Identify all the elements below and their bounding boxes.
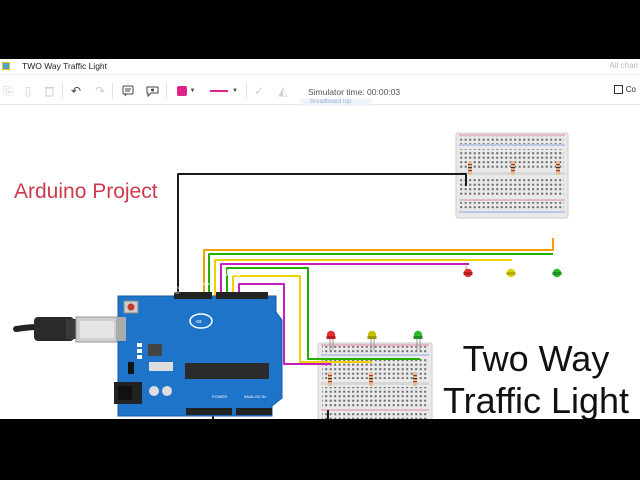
resistor[interactable] bbox=[511, 161, 515, 175]
save-status: All chan bbox=[609, 61, 638, 70]
paste-icon[interactable]: ▯ bbox=[24, 84, 32, 98]
breadboard-top[interactable] bbox=[455, 132, 569, 219]
led-red[interactable] bbox=[463, 266, 473, 278]
note-icon[interactable] bbox=[120, 82, 136, 100]
redo-icon[interactable]: ↷ bbox=[94, 84, 106, 98]
led-red[interactable] bbox=[326, 330, 336, 350]
delete-icon[interactable] bbox=[43, 82, 55, 100]
headline-line-1: Two Way bbox=[462, 338, 610, 379]
resistor[interactable] bbox=[468, 161, 472, 175]
toolbar-divider bbox=[166, 83, 167, 99]
arduino-model-label: UNO bbox=[222, 268, 242, 278]
circuit-canvas[interactable]: ∞ UNO ARDUINO DIGITAL (PWM~) POWER ANALO… bbox=[0, 106, 640, 419]
usb-cable[interactable] bbox=[13, 316, 121, 343]
wire-green-bottom bbox=[226, 267, 420, 360]
arduino-uno-board[interactable]: ∞ bbox=[114, 292, 283, 417]
headline-line-2: Traffic Light bbox=[442, 380, 630, 419]
undo-icon[interactable]: ↶ bbox=[70, 84, 82, 98]
fill-color-picker[interactable]: ▼ bbox=[174, 82, 198, 100]
flip-icon[interactable]: ◭ bbox=[278, 84, 288, 98]
led-yellow[interactable] bbox=[506, 268, 516, 278]
resistor[interactable] bbox=[413, 372, 417, 386]
wire-magenta-bottom bbox=[238, 283, 331, 365]
wire-magenta-top bbox=[220, 263, 469, 297]
toolbar-divider bbox=[246, 83, 247, 99]
wire-orange bbox=[203, 238, 554, 297]
resistor[interactable] bbox=[369, 372, 373, 386]
wires bbox=[177, 173, 554, 419]
led-green[interactable] bbox=[552, 268, 562, 278]
wire-green-top bbox=[208, 253, 553, 297]
video-headline: Two Way Traffic Light bbox=[436, 338, 636, 419]
wire-tool-icon[interactable]: ✓ bbox=[253, 84, 265, 98]
led-l-label: L bbox=[174, 272, 177, 277]
chevron-down-icon: ▼ bbox=[189, 88, 196, 94]
wire-yellow-top bbox=[214, 259, 512, 297]
app-logo-icon bbox=[2, 62, 10, 70]
tooltip-ghost: Breadboard top bbox=[300, 99, 372, 107]
wire-ground-top bbox=[177, 173, 467, 342]
led-yellow[interactable] bbox=[367, 330, 377, 350]
notes-toggle-icon[interactable] bbox=[144, 82, 160, 100]
toolbar-divider bbox=[112, 83, 113, 99]
fill-color-swatch bbox=[176, 86, 187, 96]
arduino-brand-label: ARDUINO bbox=[194, 281, 213, 286]
code-icon bbox=[613, 85, 623, 94]
document-title[interactable]: TWO Way Traffic Light bbox=[22, 61, 108, 71]
wire-color-picker[interactable]: ▼ bbox=[206, 82, 242, 100]
tx-label: TX bbox=[174, 285, 180, 290]
code-button-label: Co bbox=[625, 85, 636, 94]
resistor[interactable] bbox=[328, 372, 332, 386]
copy-icon[interactable]: ⎘ bbox=[3, 83, 13, 98]
code-button[interactable]: Co bbox=[613, 85, 636, 94]
wire-yellow-bottom bbox=[232, 275, 372, 363]
led-green[interactable] bbox=[413, 330, 423, 350]
power-pins-label: POWER bbox=[212, 394, 228, 399]
circuit-drawing: ∞ bbox=[13, 132, 569, 419]
tinkercad-window: TWO Way Traffic Light All chan ⎘ ▯ ↶ ↷ ▼… bbox=[0, 59, 640, 419]
project-label: Arduino Project bbox=[14, 180, 158, 203]
title-bar: TWO Way Traffic Light All chan bbox=[0, 59, 640, 75]
rx-label: RX bbox=[174, 290, 180, 295]
analog-pins-label: ANALOG IN bbox=[244, 394, 266, 399]
simulator-time: Simulator time: 00:00:03 bbox=[308, 87, 401, 97]
toolbar-divider bbox=[62, 83, 63, 99]
svg-text:∞: ∞ bbox=[196, 317, 202, 326]
line-color-swatch bbox=[210, 90, 229, 92]
digital-pins-label: DIGITAL (PWM~) bbox=[220, 254, 251, 259]
resistor[interactable] bbox=[556, 161, 560, 175]
chevron-down-icon: ▼ bbox=[232, 88, 238, 94]
